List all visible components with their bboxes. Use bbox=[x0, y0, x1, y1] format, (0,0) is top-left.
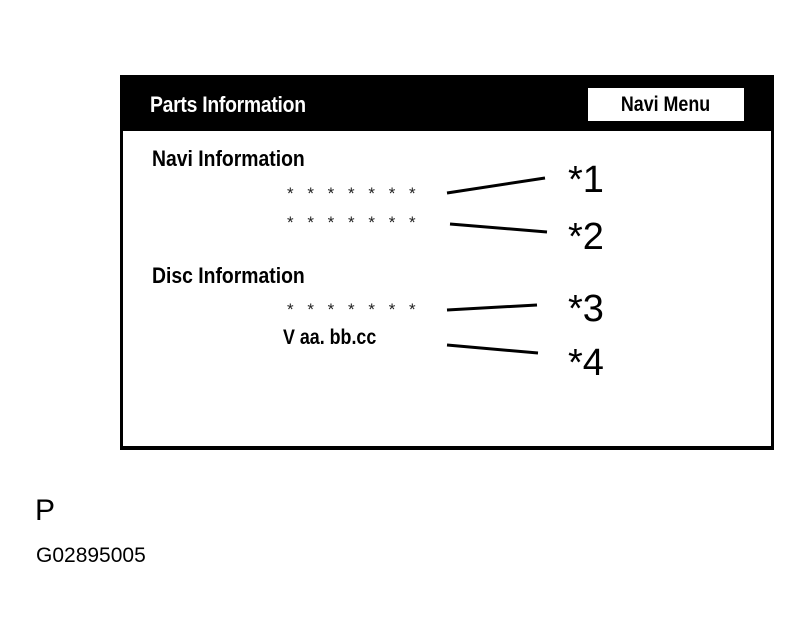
callout-2: *2 bbox=[568, 216, 604, 258]
disc-information-heading: Disc Information bbox=[152, 263, 305, 288]
callout-4: *4 bbox=[568, 342, 604, 384]
callout-3: *3 bbox=[568, 288, 604, 330]
navi-menu-label: Navi Menu bbox=[621, 92, 711, 116]
figure-code: G02895005 bbox=[36, 544, 146, 567]
navi-info-value-1: * * * * * * * bbox=[287, 184, 421, 203]
navi-information-heading: Navi Information bbox=[152, 146, 305, 171]
parts-information-screen: Parts Information Navi Menu bbox=[120, 75, 774, 450]
navi-info-value-2: * * * * * * * bbox=[287, 213, 421, 232]
page-title: Parts Information bbox=[150, 92, 306, 117]
disc-version-value: V aa. bb.cc bbox=[283, 326, 377, 349]
disc-info-value-1: * * * * * * * bbox=[287, 300, 421, 319]
callout-1: *1 bbox=[568, 159, 604, 201]
footer-label: P bbox=[35, 494, 56, 527]
header-bar: Parts Information Navi Menu bbox=[123, 75, 771, 131]
navi-menu-button[interactable]: Navi Menu bbox=[588, 88, 744, 121]
